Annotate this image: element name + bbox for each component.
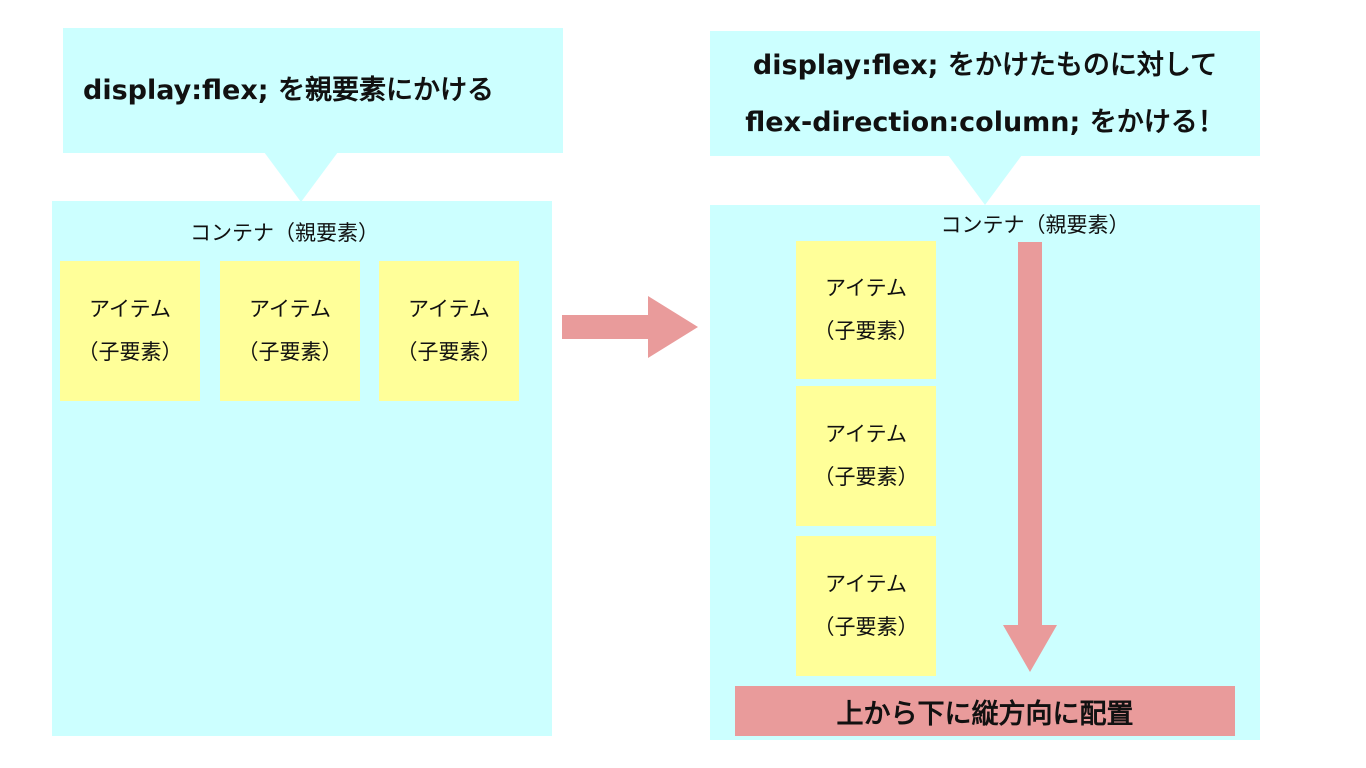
item-label: アイテム (249, 297, 331, 321)
down-arrow-icon (1003, 242, 1057, 672)
item-label: アイテム (825, 572, 907, 596)
right-callout-line-1: display:flex; をかけたものに対して (752, 49, 1218, 81)
item-sublabel: （子要素） (813, 465, 919, 489)
left-callout-text: display:flex; を親要素にかける (83, 74, 494, 106)
right-callout-line-2: flex-direction:column; をかける！ (745, 106, 1225, 138)
item-label: アイテム (825, 276, 907, 300)
transition-arrow-icon (562, 296, 698, 358)
right-item-2: アイテム （子要素） (796, 386, 936, 526)
item-sublabel: （子要素） (237, 340, 343, 364)
right-callout-tail (948, 155, 1022, 205)
item-sublabel: （子要素） (813, 615, 919, 639)
right-item-3: アイテム （子要素） (796, 536, 936, 676)
result-label-text: 上から下に縦方向に配置 (836, 698, 1134, 730)
item-sublabel: （子要素） (77, 340, 183, 364)
item-sublabel: （子要素） (396, 340, 502, 364)
right-container: コンテナ（親要素） アイテム （子要素） アイテム （子要素） アイテム （子要… (710, 205, 1260, 740)
right-item-1: アイテム （子要素） (796, 241, 936, 379)
left-container: コンテナ（親要素） アイテム （子要素） アイテム （子要素） アイテム （子要… (52, 201, 552, 736)
left-item-3: アイテム （子要素） (379, 261, 519, 401)
right-callout: display:flex; をかけたものに対して flex-direction:… (710, 31, 1260, 156)
item-label: アイテム (89, 297, 171, 321)
right-container-label: コンテナ（親要素） (940, 213, 1130, 237)
left-item-2: アイテム （子要素） (220, 261, 360, 401)
left-container-label: コンテナ（親要素） (190, 221, 379, 245)
left-callout-tail (264, 152, 338, 202)
item-label: アイテム (408, 297, 490, 321)
result-label: 上から下に縦方向に配置 (735, 686, 1235, 736)
item-sublabel: （子要素） (813, 319, 919, 343)
left-callout: display:flex; を親要素にかける (63, 28, 563, 153)
left-item-1: アイテム （子要素） (60, 261, 200, 401)
item-label: アイテム (825, 422, 907, 446)
